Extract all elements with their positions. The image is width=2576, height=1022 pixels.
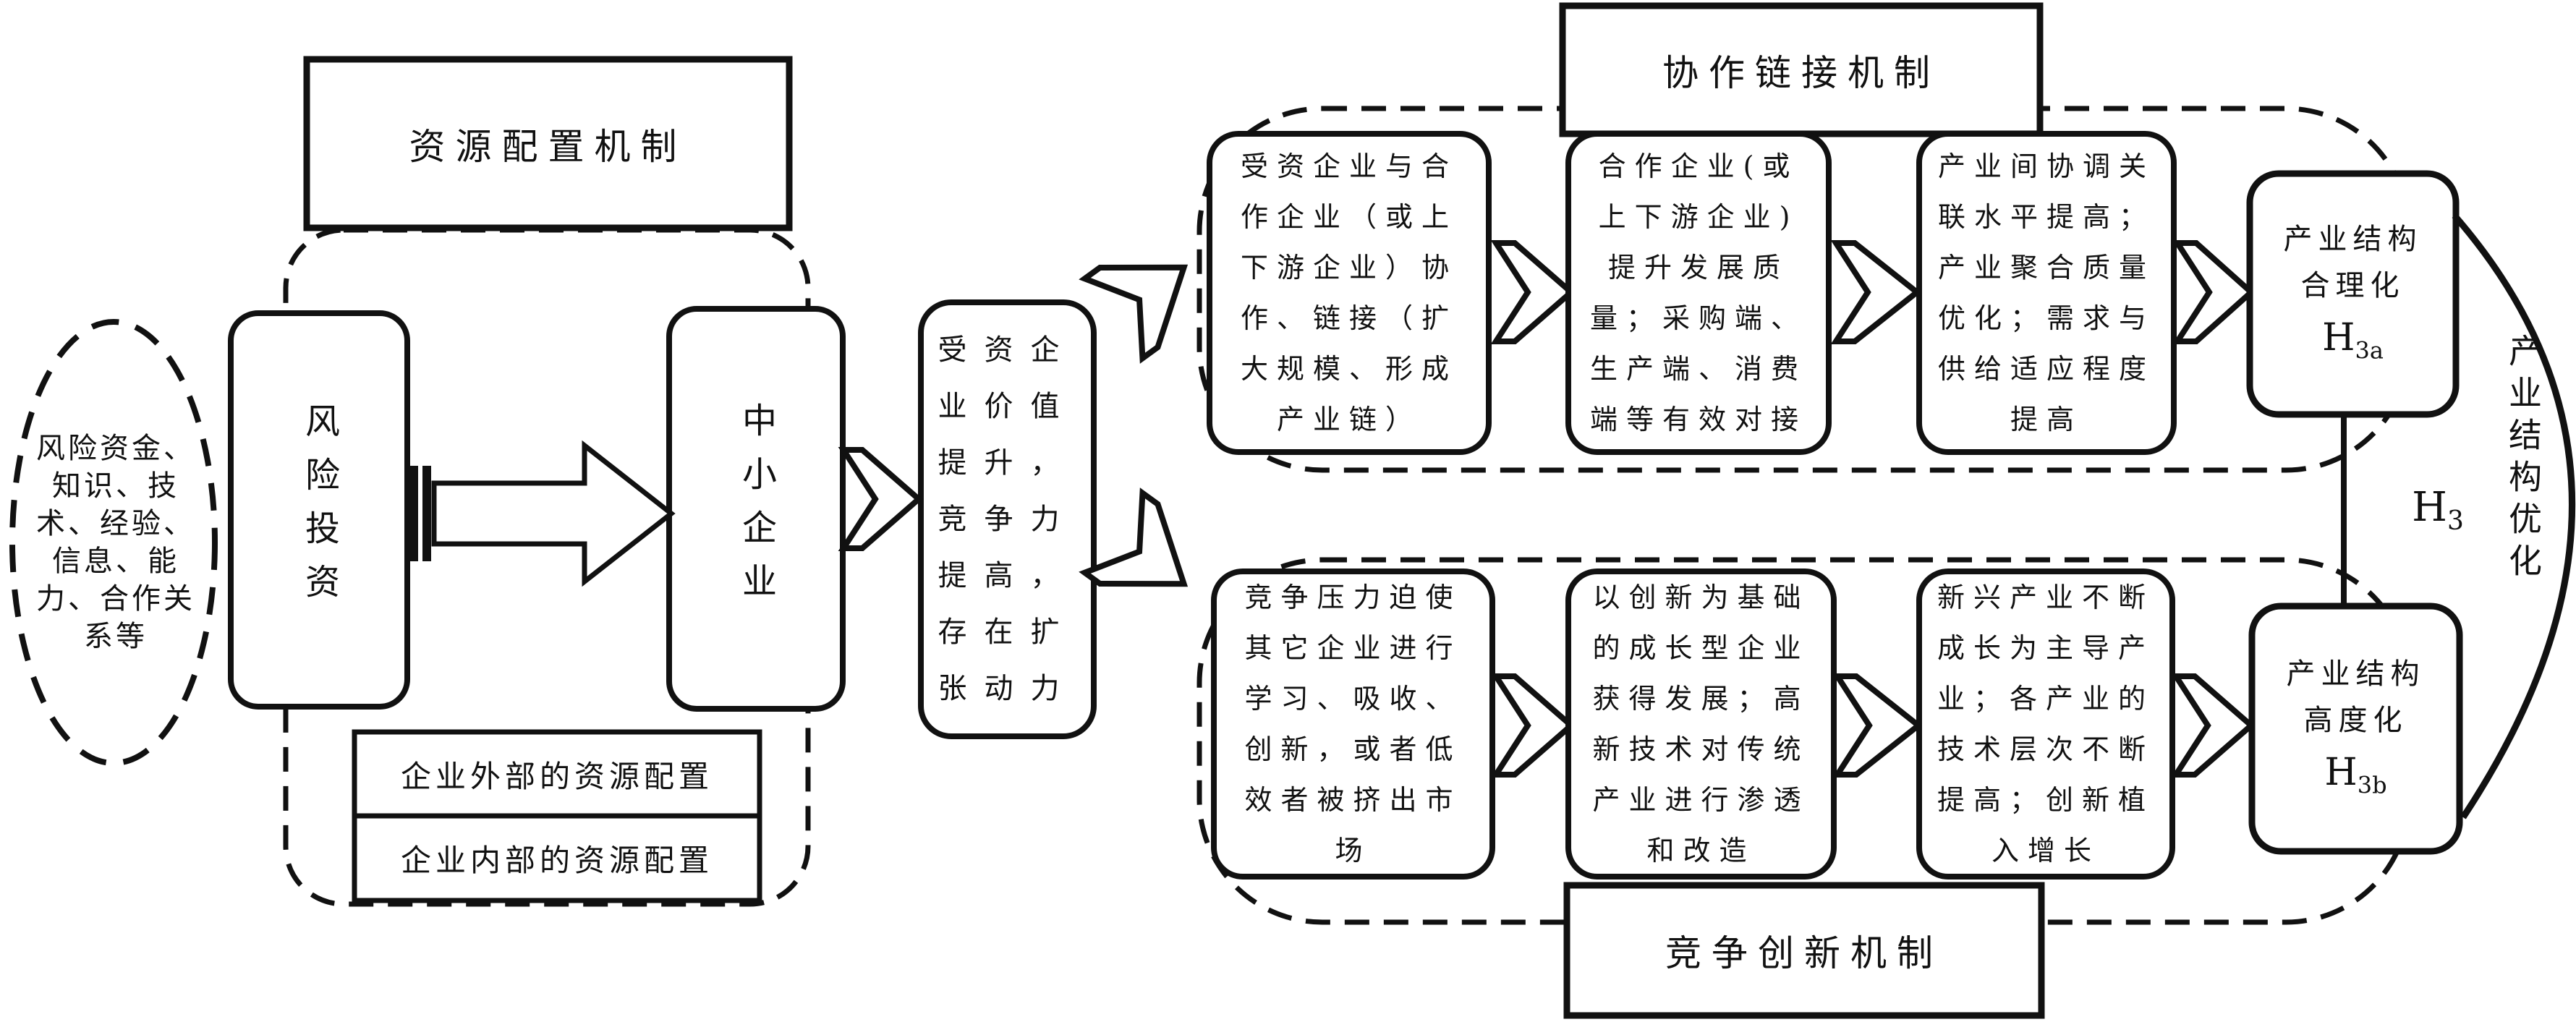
collaboration-mechanism-label-text: 协作链接机制 bbox=[1662, 51, 1940, 94]
internal-allocation-text: 企业内部的资源配置 bbox=[400, 843, 713, 878]
chevron-arrow-bottom-2 bbox=[1832, 673, 1924, 778]
resource-mechanism-label-box bbox=[303, 56, 793, 231]
top-path-box-2-shape bbox=[1565, 131, 1832, 455]
hypothesis-h3a-letter: H bbox=[2322, 315, 2355, 359]
external-allocation-row-shape bbox=[352, 729, 762, 819]
internal-allocation-row-shape bbox=[352, 813, 762, 903]
chevron-arrow-bottom-1 bbox=[1490, 673, 1576, 778]
block-arrow-bar-2 bbox=[422, 466, 431, 561]
sme-box-text: 中小企业 bbox=[736, 401, 776, 616]
vc-box-text: 风险投资 bbox=[299, 403, 339, 617]
collaboration-mechanism-label: 协作链接机制 bbox=[1563, 6, 2040, 134]
sme-box: 中小企业 bbox=[669, 309, 843, 709]
hypothesis-h3-group: H3 bbox=[2412, 484, 2464, 536]
chevron-arrow-sme-to-value bbox=[838, 447, 924, 551]
bottom-path-box-2-shape bbox=[1565, 569, 1837, 880]
rationalization-line-2: 合理化 bbox=[2300, 268, 2405, 302]
chevron-arrow-top-1 bbox=[1490, 240, 1576, 344]
chevron-arrow-bottom-3 bbox=[2170, 673, 2256, 778]
hypothesis-h3b-subscript: 3b bbox=[2357, 771, 2387, 799]
hypothesis-h3-subscript: 3 bbox=[2447, 506, 2464, 537]
top-path-box-1-text: 受资企业与合作企业（或上下游企业）协作、链接（扩大规模、形成产业链） bbox=[1240, 150, 1458, 435]
optimization-result: 产业结构优化 bbox=[2494, 333, 2552, 586]
bottom-path-box-2-text: 以创新为基础的成长型企业获得发展；高新技术对传统产业进行渗透和改造 bbox=[1592, 582, 1810, 866]
top-path-box-2-text: 合作企业(或上下游企业)提升发展质量；采购端、生产端、消费端等有效对接 bbox=[1589, 150, 1807, 435]
hypothesis-h3a-subscript: 3a bbox=[2355, 336, 2384, 365]
internal-allocation-row: 企业内部的资源配置 bbox=[354, 816, 760, 900]
upgrading-line-1: 产业结构 bbox=[2286, 657, 2426, 691]
chevron-arrow-top-2 bbox=[1830, 240, 1922, 344]
value-box-shape bbox=[918, 299, 1097, 739]
resource-mechanism-label: 资源配置机制 bbox=[307, 59, 789, 228]
optimization-result-text: 产业结构优化 bbox=[2504, 333, 2543, 585]
hypothesis-h3b-letter: H bbox=[2324, 750, 2358, 794]
resources-ellipse bbox=[9, 319, 218, 766]
bottom-path-box-3-shape bbox=[1916, 569, 2175, 880]
resources-ellipse-text: 风险资金、知识、技术、经验、信息、能力、合作关系等 bbox=[22, 358, 210, 727]
competition-mechanism-label: 竞争创新机制 bbox=[1567, 885, 2041, 1015]
top-path-box-3-shape bbox=[1916, 131, 2177, 455]
competition-mechanism-label-text: 竞争创新机制 bbox=[1665, 932, 1943, 974]
external-allocation-row: 企业外部的资源配置 bbox=[354, 732, 760, 816]
chevron-arrow-top-3 bbox=[2172, 240, 2256, 344]
rationalization-box: 产业结构 合理化 H3a bbox=[2250, 174, 2456, 414]
resource-mechanism-label-text: 资源配置机制 bbox=[409, 125, 687, 168]
value-box-text: 受资企业价值提升，竞争力提高，存在扩张动力 bbox=[938, 333, 1077, 705]
bottom-path-box-2: 以创新为基础的成长型企业获得发展；高新技术对传统产业进行渗透和改造 bbox=[1568, 571, 1834, 877]
top-path-box-3: 产业间协调关联水平提高；产业聚合质量优化；需求与供给适应程度提高 bbox=[1919, 134, 2174, 452]
hypothesis-h3b: H3b bbox=[2324, 751, 2386, 806]
chevron-arrow-to-bottom-path bbox=[1079, 487, 1189, 587]
external-allocation-text: 企业外部的资源配置 bbox=[400, 758, 713, 794]
bottom-path-box-1: 竞争压力迫使其它企业进行学习、吸收、创新，或者低效者被挤出市场 bbox=[1214, 571, 1492, 877]
rationalization-line-1: 产业结构 bbox=[2283, 222, 2423, 256]
top-path-box-3-text: 产业间协调关联水平提高；产业聚合质量优化；需求与供给适应程度提高 bbox=[1937, 150, 2155, 435]
vc-box: 风险投资 bbox=[231, 313, 407, 707]
vc-box-shape bbox=[228, 310, 410, 710]
top-path-box-1-shape bbox=[1207, 131, 1492, 455]
top-path-box-1: 受资企业与合作企业（或上下游企业）协作、链接（扩大规模、形成产业链） bbox=[1210, 134, 1489, 452]
block-arrow-bar-1 bbox=[409, 466, 418, 561]
bottom-path-box-3-text: 新兴产业不断成长为主导产业；各产业的技术层次不断提高；创新植入增长 bbox=[1937, 582, 2154, 866]
block-arrow bbox=[431, 440, 676, 587]
value-box: 受资企业价值提升，竞争力提高，存在扩张动力 bbox=[921, 302, 1094, 736]
rationalization-box-shape bbox=[2246, 170, 2460, 418]
merge-curve bbox=[2452, 213, 2575, 819]
bottom-path-box-1-shape bbox=[1211, 569, 1495, 880]
top-path-box-2: 合作企业(或上下游企业)提升发展质量；采购端、生产端、消费端等有效对接 bbox=[1568, 134, 1829, 452]
collaboration-mechanism-label-box bbox=[1559, 2, 2044, 137]
bottom-path-box-3: 新兴产业不断成长为主导产业；各产业的技术层次不断提高；创新植入增长 bbox=[1919, 571, 2172, 877]
hypothesis-h3a: H3a bbox=[2322, 316, 2384, 372]
competition-mechanism-label-box bbox=[1563, 882, 2045, 1019]
upgrading-line-2: 高度化 bbox=[2303, 703, 2408, 737]
hypothesis-h3: H3 bbox=[2394, 477, 2481, 542]
hypothesis-h3-letter: H bbox=[2412, 483, 2447, 531]
chevron-arrow-to-top-path bbox=[1079, 264, 1189, 364]
upgrading-box-shape bbox=[2248, 602, 2463, 855]
upgrading-box: 产业结构 高度化 H3b bbox=[2252, 606, 2460, 851]
bottom-path-box-1-text: 竞争压力迫使其它企业进行学习、吸收、创新，或者低效者被挤出市场 bbox=[1244, 582, 1462, 866]
resources-ellipse-label: 风险资金、知识、技术、经验、信息、能力、合作关系等 bbox=[36, 432, 195, 653]
